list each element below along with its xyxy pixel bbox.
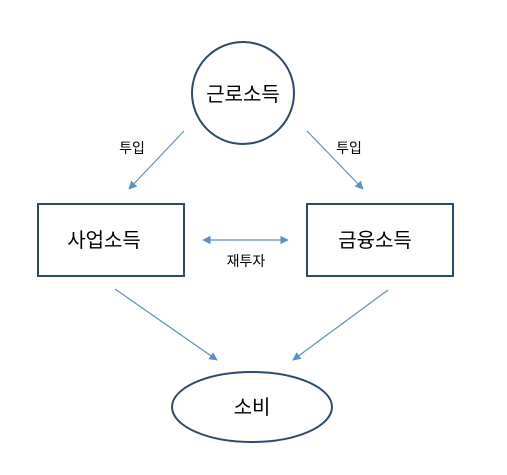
reinvestment-label: 재투자 [227,254,266,270]
consumption-node [171,371,333,443]
financial-income-node [306,203,454,277]
financial-income-label: 금융소득 [338,228,412,252]
business-income-label: 사업소득 [67,228,141,252]
labor-to-business-label: 투입 [119,141,145,157]
labor-to-business-arrow [128,130,185,190]
financial-to-consumption-arrow [292,289,389,361]
business-to-consumption-arrow [114,288,218,361]
labor-to-financial-arrow [306,130,364,190]
labor-to-financial-label: 투입 [336,141,362,157]
consumption-label: 소비 [234,395,271,419]
business-income-node [37,203,185,277]
labor-income-label: 근로소득 [206,82,280,106]
labor-income-node [191,41,295,145]
